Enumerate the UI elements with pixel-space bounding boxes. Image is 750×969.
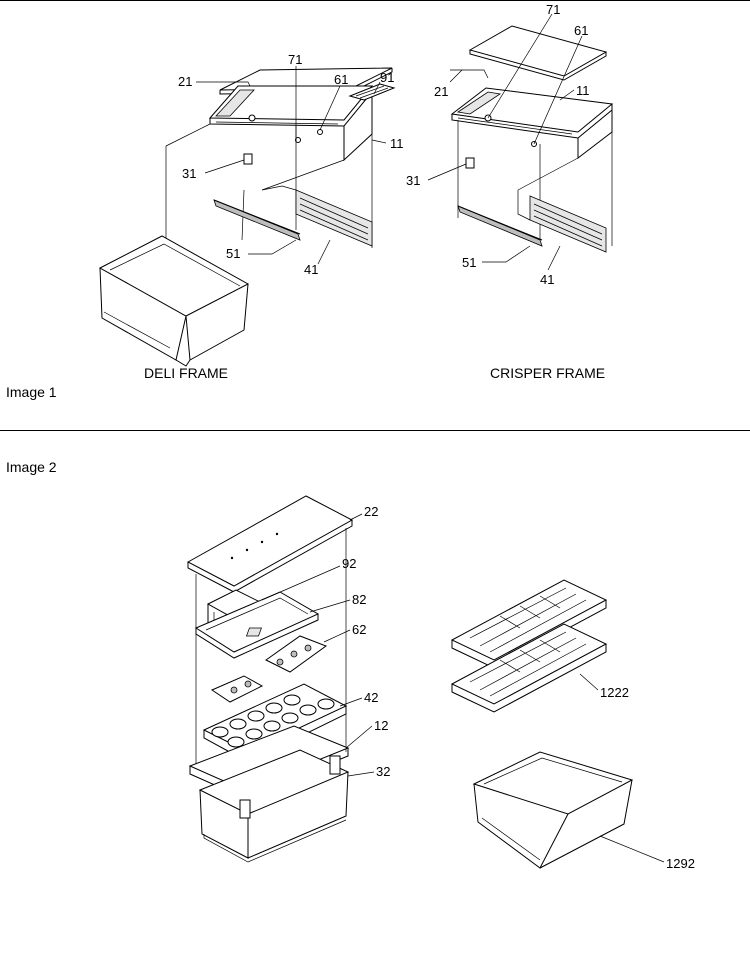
callout-label: 71 xyxy=(546,2,560,17)
deli-front-rail xyxy=(213,199,301,241)
callout-label: 51 xyxy=(462,255,476,270)
callout-label: 21 xyxy=(434,84,448,99)
callout-label: 51 xyxy=(226,246,240,261)
callout-label: 31 xyxy=(406,173,420,188)
callout-label: 1222 xyxy=(600,685,629,700)
crisper-side-rail xyxy=(529,195,607,253)
callout-label: 82 xyxy=(352,592,366,607)
ice-tray-lower xyxy=(450,623,608,713)
callout-label: 71 xyxy=(288,52,302,67)
callout-label: 61 xyxy=(574,23,588,38)
callout-label: 62 xyxy=(352,622,366,637)
crisper-front-rail xyxy=(457,205,543,247)
crisper-callouts: 71 61 21 11 31 51 41 CRISPER FRAME xyxy=(406,2,605,381)
callout-label: 41 xyxy=(304,262,318,277)
dairy-compartment-assembly xyxy=(186,495,375,863)
ice-tray-upper xyxy=(245,579,608,669)
callout-label: 42 xyxy=(364,690,378,705)
section-divider xyxy=(0,430,750,431)
crisper-cover-plate xyxy=(450,25,608,81)
top-border-rule xyxy=(0,0,750,1)
callout-label: 12 xyxy=(374,718,388,733)
callout-label: 31 xyxy=(182,166,196,181)
callout-label: 61 xyxy=(334,72,348,87)
diagram-caption: CRISPER FRAME xyxy=(490,365,605,381)
deli-pan xyxy=(98,235,250,367)
deli-frame-assembly xyxy=(98,66,396,367)
callout-label: 41 xyxy=(540,272,554,287)
deli-frame-body xyxy=(208,85,374,162)
dairy-callouts: 22 92 82 62 42 12 32 xyxy=(342,504,390,779)
diagram-caption: DELI FRAME xyxy=(144,365,228,381)
crisper-frame-assembly xyxy=(427,13,614,271)
deli-light-cover xyxy=(348,83,396,101)
callout-label: 21 xyxy=(178,74,192,89)
ice-tray-assembly xyxy=(245,579,608,713)
crisper-clip xyxy=(465,157,475,169)
crisper-frame-body xyxy=(450,87,614,160)
ice-bin-callouts: 1222 1292 xyxy=(600,685,695,871)
callout-label: 92 xyxy=(342,556,356,571)
deli-callouts: 21 71 61 91 11 31 51 41 DELI FRAME xyxy=(144,52,404,381)
storage-bin xyxy=(472,751,634,869)
dairy-egg-tray xyxy=(202,683,348,763)
section-label: Image 1 xyxy=(6,384,57,400)
callout-label: 1292 xyxy=(666,856,695,871)
callout-label: 91 xyxy=(380,70,394,85)
dairy-tray xyxy=(194,591,320,659)
dairy-door-lid xyxy=(186,495,354,593)
dairy-egg-holder-strip xyxy=(210,635,328,703)
deli-clip xyxy=(243,153,253,165)
bin-assembly xyxy=(472,751,665,869)
callout-label: 22 xyxy=(364,504,378,519)
dairy-bin xyxy=(198,749,350,863)
callout-label: 11 xyxy=(576,83,590,98)
section-label: Image 2 xyxy=(6,459,57,475)
callout-label: 11 xyxy=(390,136,404,151)
callout-label: 32 xyxy=(376,764,390,779)
deli-side-rail xyxy=(295,189,373,247)
